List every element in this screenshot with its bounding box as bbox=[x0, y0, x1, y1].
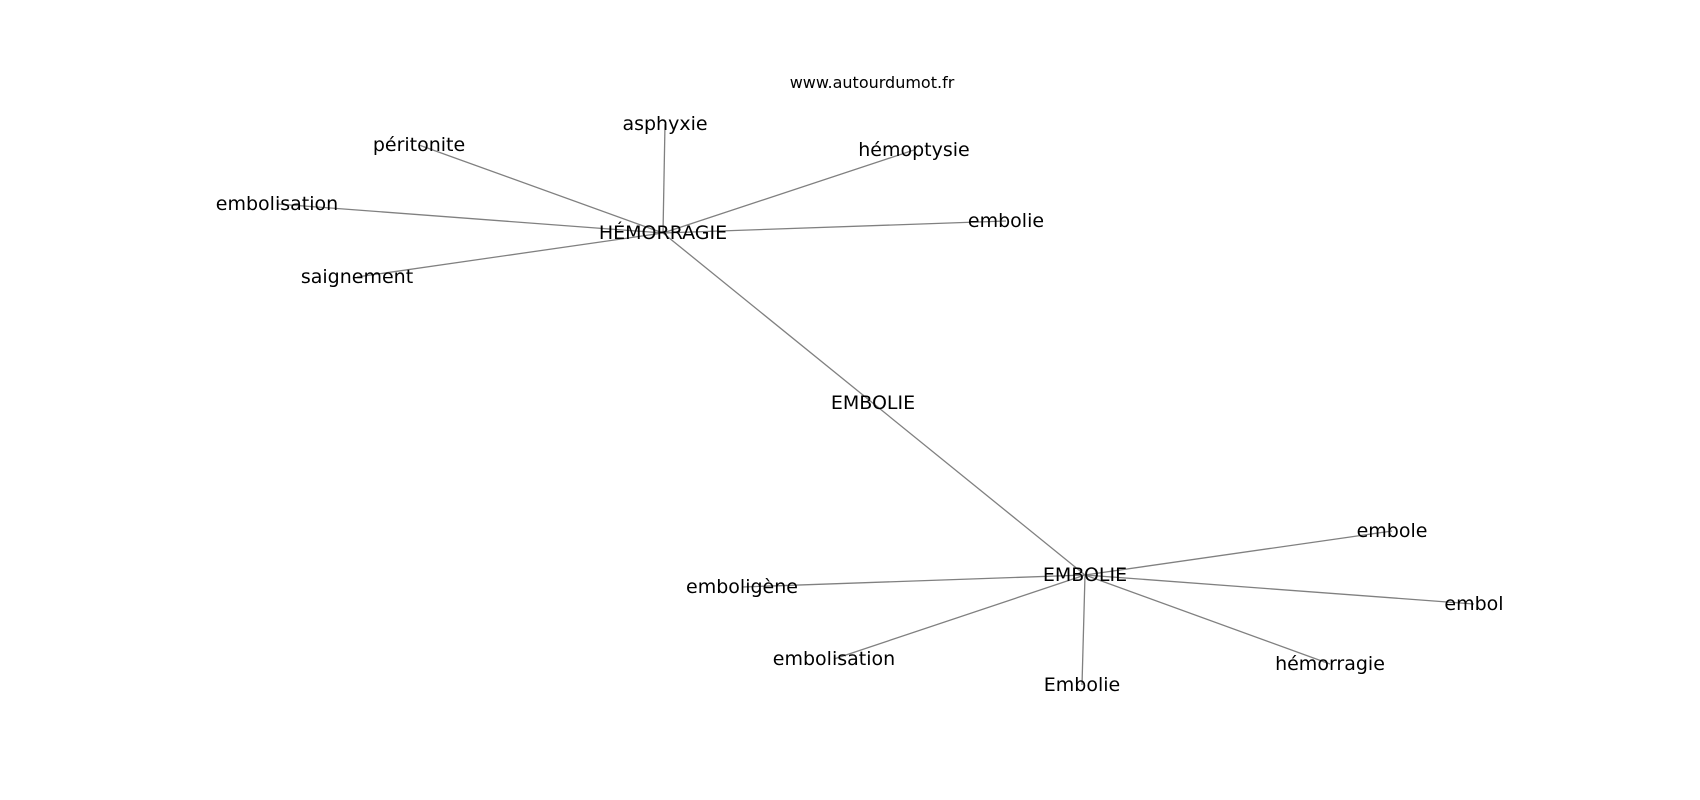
edge-embolie-hub-embol bbox=[1084, 574, 1475, 605]
edge-embolie-hub-hemorragie-low bbox=[1084, 574, 1331, 665]
graph-nodes: HÉMORRAGIE EMBOLIE EMBOLIE asphyxie péritoni… bbox=[216, 113, 1504, 696]
node-embolie-low[interactable]: embolie bbox=[968, 210, 1044, 232]
node-embolisation-2[interactable]: embolisation bbox=[773, 648, 895, 670]
graph-edges bbox=[276, 123, 1475, 686]
edge-embolie-hub-embolisation-2 bbox=[833, 574, 1086, 660]
node-emboligene[interactable]: emboligène bbox=[686, 576, 798, 598]
node-embolie-hub[interactable]: EMBOLIE bbox=[1043, 564, 1127, 586]
edge-hemorragie-hub-asphyxie bbox=[662, 123, 666, 234]
source-url-label: www.autourdumot.fr bbox=[790, 73, 955, 92]
edge-hemorragie-hub-embolisation-1 bbox=[276, 203, 664, 234]
edge-hemorragie-hub-hemoptysie bbox=[662, 149, 915, 234]
node-embolie-cap[interactable]: Embolie bbox=[1044, 674, 1120, 696]
node-embol[interactable]: embol bbox=[1444, 593, 1503, 615]
edge-embolie-hub-emboligene bbox=[741, 574, 1086, 588]
node-hemorragie-hub[interactable]: HÉMORRAGIE bbox=[599, 221, 727, 244]
edge-hemorragie-hub-embolie-low bbox=[662, 220, 1007, 234]
node-hemoptysie[interactable]: hémoptysie bbox=[858, 139, 970, 161]
edge-embolie-hub-embole bbox=[1084, 530, 1393, 576]
node-saignement[interactable]: saignement bbox=[301, 266, 413, 288]
node-asphyxie[interactable]: asphyxie bbox=[622, 113, 707, 135]
edge-hemorragie-hub-peritonite bbox=[418, 144, 664, 234]
edge-hemorragie-hub-embolie-hub bbox=[662, 232, 1086, 576]
edge-hemorragie-hub-saignement bbox=[356, 232, 664, 278]
node-embolie-mid[interactable]: EMBOLIE bbox=[831, 392, 915, 414]
node-embole[interactable]: embole bbox=[1357, 520, 1428, 542]
node-embolisation-1[interactable]: embolisation bbox=[216, 193, 338, 215]
node-hemorragie-low[interactable]: hémorragie bbox=[1275, 653, 1385, 675]
edge-embolie-hub-embolie-cap bbox=[1081, 574, 1086, 686]
node-peritonite[interactable]: péritonite bbox=[373, 134, 465, 156]
